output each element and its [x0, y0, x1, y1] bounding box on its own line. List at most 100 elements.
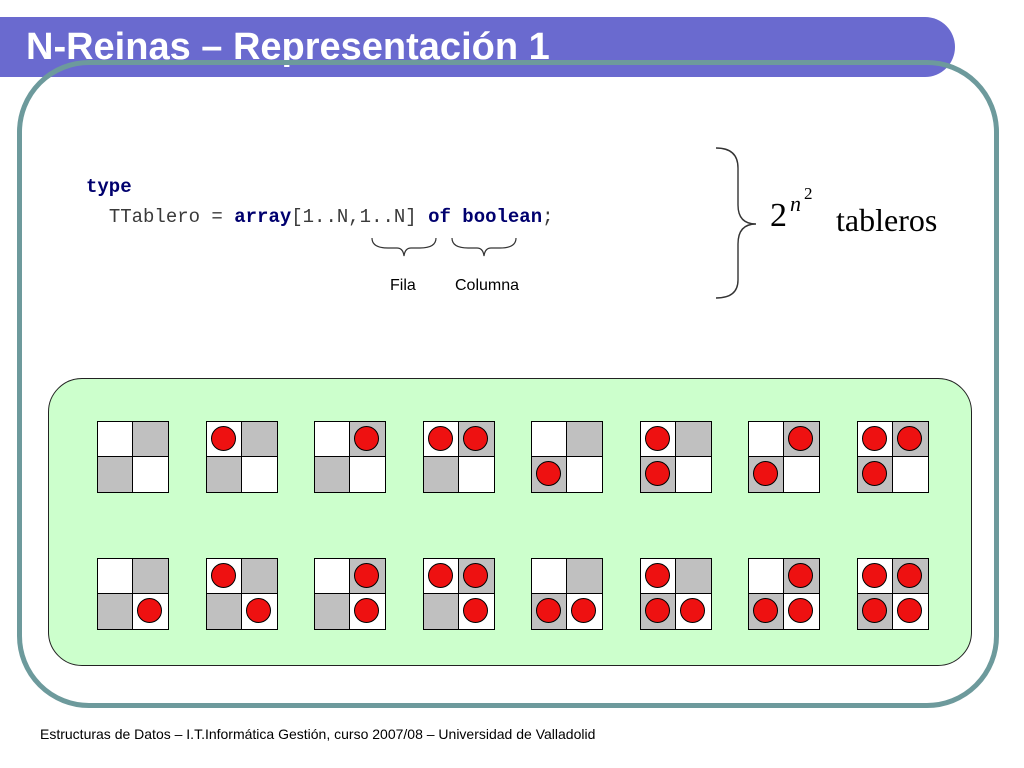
board-cell	[784, 559, 819, 594]
queen-marker	[137, 598, 162, 623]
queen-marker	[896, 563, 922, 588]
board-cell	[640, 559, 676, 594]
code-identifier: TTablero =	[108, 206, 235, 228]
board-cell	[350, 457, 385, 492]
board-16	[856, 558, 929, 630]
board-cell	[784, 594, 819, 629]
board-cell	[350, 594, 385, 629]
board-cell	[749, 422, 784, 457]
board-7	[748, 421, 820, 493]
board-cell	[241, 457, 277, 492]
board-cell	[458, 559, 494, 594]
board-cell	[206, 422, 242, 457]
content-frame	[17, 60, 999, 708]
board-cell	[857, 457, 893, 492]
queen-marker	[462, 426, 488, 451]
board-cell	[350, 559, 385, 594]
board-5	[531, 421, 603, 493]
board-cell	[532, 457, 567, 492]
board-cell	[98, 594, 133, 629]
board-cell	[206, 559, 242, 594]
queen-marker	[571, 598, 596, 623]
board-cell	[241, 594, 277, 629]
queen-marker	[861, 598, 887, 623]
board-1	[97, 421, 169, 493]
queen-marker	[245, 598, 271, 623]
title-bar	[0, 17, 955, 77]
queen-marker	[679, 598, 705, 623]
board-14	[639, 558, 712, 630]
queen-marker	[354, 563, 379, 588]
board-cell	[784, 422, 819, 457]
board-9	[97, 558, 169, 630]
board-cell	[749, 559, 784, 594]
code-range: [1..N,1..N]	[291, 206, 429, 228]
queen-marker	[644, 426, 670, 451]
board-cell	[532, 594, 567, 629]
queen-marker	[210, 563, 236, 588]
board-cell	[532, 422, 567, 457]
formula-word: tableros	[836, 202, 938, 238]
board-cell	[892, 422, 928, 457]
board-cell	[458, 594, 494, 629]
queen-marker	[861, 426, 887, 451]
board-cell	[98, 457, 133, 492]
keyword-boolean: boolean	[462, 206, 543, 228]
board-cell	[423, 594, 459, 629]
queen-marker	[788, 563, 813, 588]
board-cell	[892, 559, 928, 594]
queen-marker	[462, 598, 488, 623]
board-8	[856, 421, 929, 493]
board-cell	[315, 559, 350, 594]
queen-marker	[644, 563, 670, 588]
fila-label: Fila	[390, 277, 416, 294]
board-cell	[640, 457, 676, 492]
board-cell	[133, 594, 168, 629]
code-block: type TTablero = array[1..N,1..N] of bool…	[86, 172, 554, 232]
queen-marker	[427, 426, 453, 451]
queen-marker	[896, 598, 922, 623]
board-cell	[749, 457, 784, 492]
board-4	[422, 421, 495, 493]
board-cell	[98, 422, 133, 457]
queen-marker	[861, 461, 887, 486]
board-cell	[567, 422, 602, 457]
board-cell	[458, 422, 494, 457]
board-cell	[315, 594, 350, 629]
queen-marker	[354, 598, 379, 623]
keyword-type: type	[86, 176, 132, 198]
formula-base: 2	[770, 197, 787, 234]
queen-marker	[644, 461, 670, 486]
board-cell	[532, 559, 567, 594]
queen-marker	[210, 426, 236, 451]
board-cell	[857, 422, 893, 457]
queen-marker	[536, 598, 561, 623]
board-cell	[423, 457, 459, 492]
queen-marker	[354, 426, 379, 451]
boards-panel	[48, 378, 972, 666]
board-cell	[206, 457, 242, 492]
queen-marker	[644, 598, 670, 623]
board-cell	[784, 457, 819, 492]
columna-label: Columna	[455, 277, 520, 294]
board-cell	[206, 594, 242, 629]
queen-marker	[896, 426, 922, 451]
queen-marker	[788, 426, 813, 451]
board-3	[314, 421, 386, 493]
queen-marker	[427, 563, 453, 588]
code-semicolon: ;	[542, 206, 554, 228]
board-cell	[675, 559, 711, 594]
board-cell	[567, 594, 602, 629]
board-cell	[423, 559, 459, 594]
board-cell	[675, 594, 711, 629]
board-cell	[857, 559, 893, 594]
board-2	[205, 421, 278, 493]
board-11	[314, 558, 386, 630]
footer-text: Estructuras de Datos – I.T.Informática G…	[40, 726, 596, 742]
board-cell	[892, 457, 928, 492]
board-cell	[567, 457, 602, 492]
board-cell	[640, 422, 676, 457]
formula-exp-exp: 2	[804, 184, 813, 203]
board-cell	[567, 559, 602, 594]
board-cell	[749, 594, 784, 629]
